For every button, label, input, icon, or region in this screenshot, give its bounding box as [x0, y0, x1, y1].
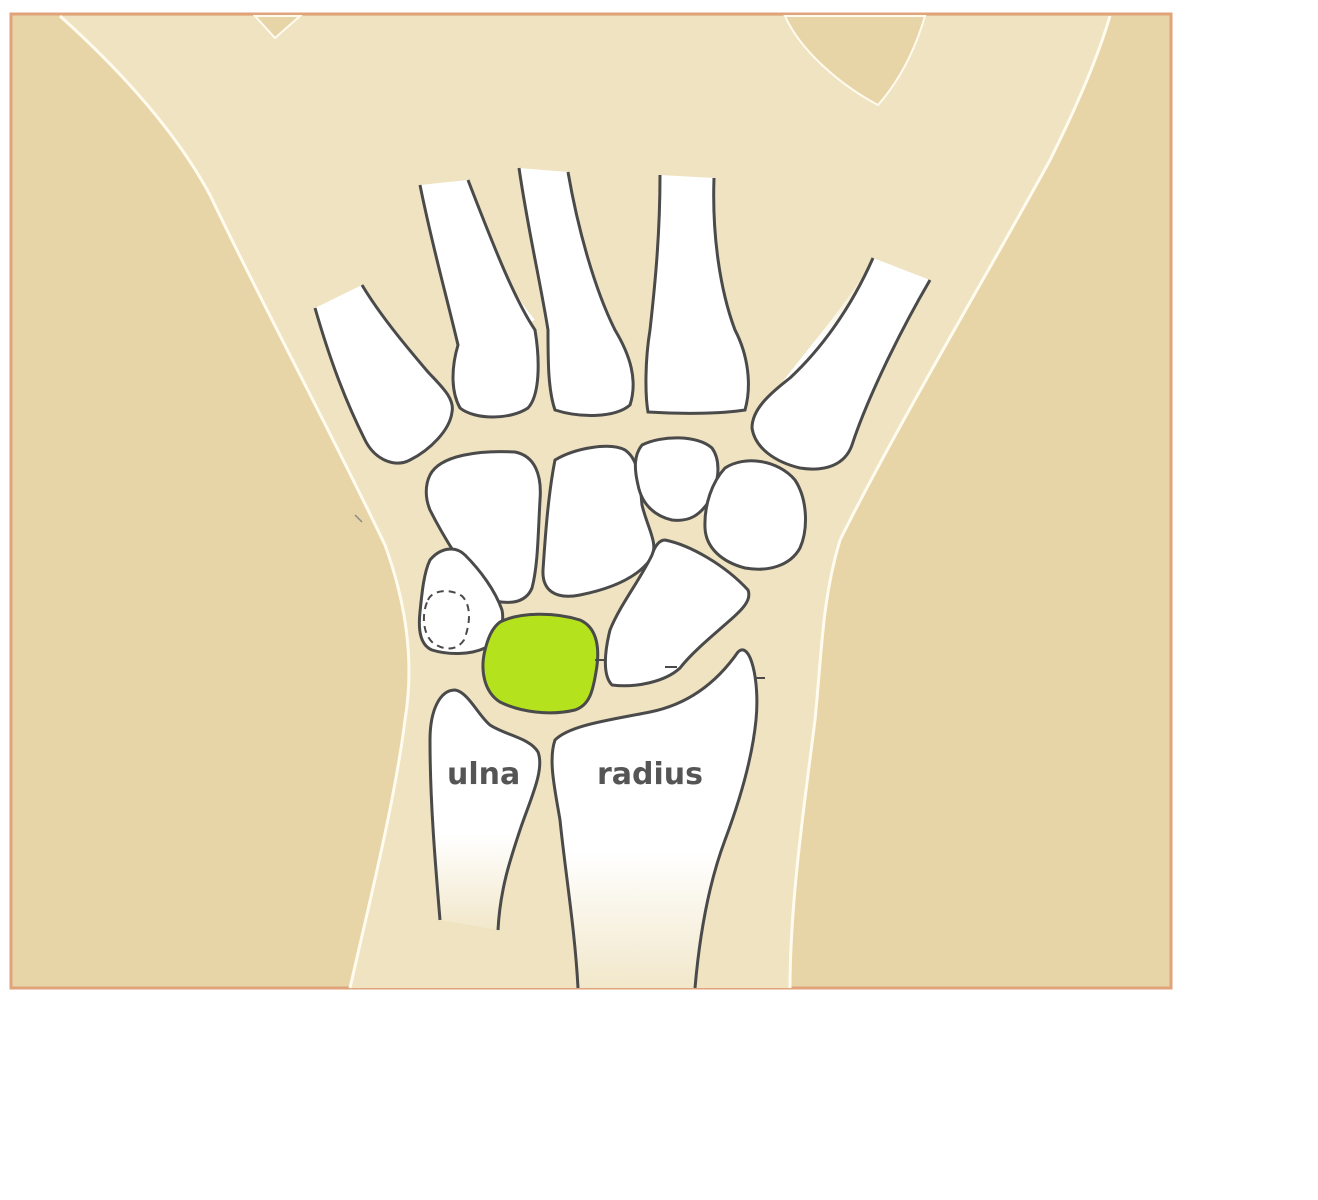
- metacarpal-1: [750, 257, 932, 471]
- trapezoid: [633, 436, 720, 522]
- lunate-highlighted: [481, 612, 600, 715]
- metacarpal-4: [418, 179, 540, 419]
- label-radius: radius: [597, 757, 703, 792]
- metacarpal-3: [517, 167, 635, 417]
- hamate: [424, 450, 542, 604]
- radius: [550, 648, 759, 989]
- trapezium: [703, 459, 807, 571]
- scaphoid: [603, 538, 751, 688]
- pisiform-outline: [422, 590, 470, 650]
- finger-gap-left: [252, 15, 303, 40]
- skin-outline-right: [788, 15, 1112, 989]
- finger-gap-thumb: [783, 15, 927, 107]
- edge-tick: [354, 514, 363, 523]
- metacarpal-2: [644, 174, 750, 415]
- skin-outline-left: [58, 14, 411, 989]
- metacarpal-5: [313, 284, 454, 465]
- ulna: [428, 688, 542, 931]
- label-ulna: ulna: [447, 757, 520, 792]
